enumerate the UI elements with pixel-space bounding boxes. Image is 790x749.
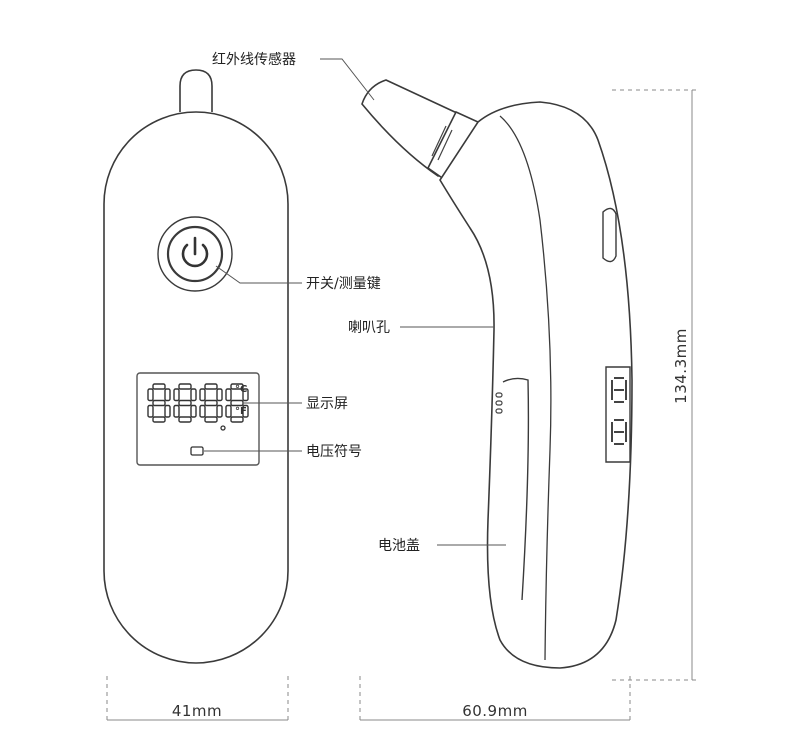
lcd-segment — [242, 404, 249, 418]
lcd-segment — [204, 383, 218, 390]
lcd-segment — [190, 388, 197, 402]
lcd-segment — [225, 388, 232, 402]
lcd-segment — [147, 404, 154, 418]
label-display: 显示屏 — [306, 396, 348, 412]
lcd-segment — [178, 416, 192, 423]
lcd-segment — [147, 388, 154, 402]
lcd-segment — [178, 383, 192, 390]
side-display-segments — [611, 377, 627, 445]
lcd-segment — [199, 388, 206, 402]
lcd-segment — [225, 404, 232, 418]
lcd-segment — [216, 404, 223, 418]
label-battery-symbol: 电压符号 — [306, 444, 362, 460]
lcd-segment — [242, 388, 249, 402]
lcd-display: °C °F — [136, 372, 260, 466]
power-button[interactable] — [157, 216, 233, 292]
dimension-lines — [106, 89, 700, 723]
label-ir-sensor: 红外线传感器 — [212, 51, 296, 68]
lcd-digit — [147, 383, 171, 423]
lcd-segment — [178, 399, 192, 407]
lcd-segment — [164, 404, 171, 418]
lcd-segment — [230, 399, 244, 407]
leader-power — [215, 265, 302, 284]
power-icon — [181, 236, 209, 268]
lcd-segment — [204, 399, 218, 407]
lcd-decimal-point — [220, 425, 226, 431]
label-battery-cover: 电池盖 — [378, 538, 420, 554]
lcd-segment — [152, 383, 166, 390]
dim-height: 134.3mm — [672, 328, 690, 404]
label-power-button: 开关/测量键 — [306, 276, 381, 292]
front-leaders — [204, 265, 302, 452]
lcd-segment — [230, 416, 244, 423]
front-view — [103, 69, 289, 664]
side-button — [602, 207, 617, 263]
lcd-digit — [225, 383, 249, 423]
lcd-segment — [152, 399, 166, 407]
lcd-segment — [199, 404, 206, 418]
lcd-segment — [173, 388, 180, 402]
side-body — [439, 101, 633, 669]
leader-ir-sensor — [320, 58, 375, 101]
side-view — [361, 79, 633, 669]
dim-side-width: 60.9mm — [462, 702, 528, 720]
lcd-segment — [230, 383, 244, 390]
unit-celsius: °C — [235, 384, 247, 395]
lcd-segment — [216, 388, 223, 402]
speaker-holes — [495, 392, 503, 414]
lcd-segment — [164, 388, 171, 402]
lcd-segment — [190, 404, 197, 418]
battery-cover — [502, 377, 530, 601]
label-speaker-hole: 喇叭孔 — [348, 320, 390, 336]
lcd-segment — [204, 416, 218, 423]
lcd-segment — [152, 416, 166, 423]
collar-vents — [431, 125, 453, 161]
side-leaders — [320, 58, 506, 546]
dim-front-width: 41mm — [172, 702, 222, 720]
lcd-segment — [173, 404, 180, 418]
battery-icon — [190, 446, 204, 456]
front-probe-tip — [179, 69, 213, 112]
lcd-digit — [199, 383, 223, 423]
side-inner-contour — [499, 115, 552, 661]
lcd-digit — [173, 383, 197, 423]
unit-fahrenheit: °F — [235, 406, 247, 417]
lcd-digits — [147, 383, 249, 431]
